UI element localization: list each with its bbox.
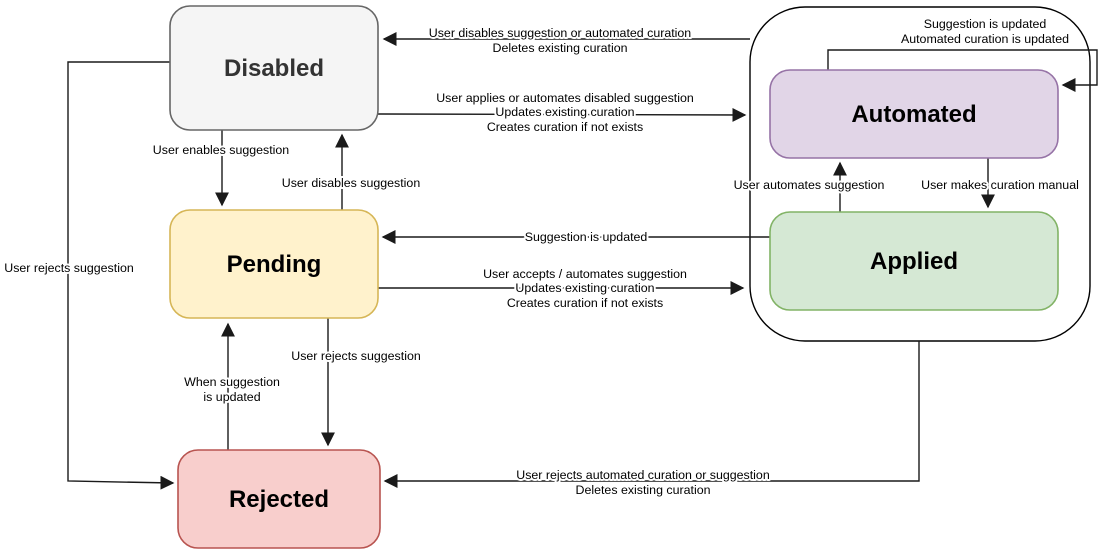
edge-automated-to-applied: User makes curation manual <box>919 158 1081 209</box>
edge-line <box>827 49 1098 92</box>
state-node-pending: Pending <box>169 209 379 319</box>
edge-pending-to-disabled: User disables suggestion <box>280 133 422 210</box>
edge-label-line: Updates existing curation <box>515 281 654 295</box>
edge-label-line: Updates existing curation <box>495 105 634 119</box>
edge-label-line: User disables suggestion or automated cu… <box>429 26 692 40</box>
edge-label-line: User enables suggestion <box>153 143 289 157</box>
edge-disabled-to-group: User applies or automates disabled sugge… <box>377 89 747 136</box>
state-box-pending <box>169 209 379 319</box>
edge-label-line: Automated curation is updated <box>901 32 1069 46</box>
edge-group-to-rejected: User rejects automated curation or sugge… <box>383 341 920 499</box>
state-box-automated <box>769 69 1059 159</box>
edge-label-line: User rejects suggestion <box>291 349 421 363</box>
edge-label-line: User makes curation manual <box>921 178 1079 192</box>
state-box-disabled <box>169 5 379 131</box>
state-label-rejected: Rejected <box>229 486 329 513</box>
state-label-disabled: Disabled <box>224 55 324 82</box>
edge-label-line: is updated <box>203 390 260 404</box>
edge-applied-to-automated: User automates suggestion <box>732 161 887 212</box>
edge-rejected-to-pending: When suggestion is updated <box>182 322 282 450</box>
state-node-rejected: Rejected <box>177 449 381 549</box>
edge-disabled-to-rejected: User rejects suggestion <box>2 61 175 490</box>
edge-automated-self-loop: Suggestion is updated Automated curation… <box>827 15 1098 92</box>
edge-label-line: Deletes existing curation <box>493 41 628 55</box>
state-node-applied: Applied <box>769 211 1059 311</box>
edge-label-line: Creates curation if not exists <box>487 120 643 134</box>
edge-label-line: User applies or automates disabled sugge… <box>436 91 694 105</box>
edge-applied-to-pending: Suggestion is updated <box>381 228 770 246</box>
edge-label-line: Suggestion is updated <box>525 230 648 244</box>
edge-line <box>67 61 175 490</box>
state-label-applied: Applied <box>870 248 958 275</box>
state-box-applied <box>769 211 1059 311</box>
edge-disabled-to-pending: User enables suggestion <box>151 130 291 207</box>
edge-label-line: When suggestion <box>184 375 280 389</box>
edge-label-line: User rejects automated curation or sugge… <box>516 468 770 482</box>
state-label-automated: Automated <box>851 101 976 128</box>
edge-pending-to-rejected: User rejects suggestion <box>289 318 423 447</box>
edge-label-line: User accepts / automates suggestion <box>483 267 687 281</box>
edge-label-line: Suggestion is updated <box>924 17 1047 31</box>
state-box-rejected <box>177 449 381 549</box>
edge-label-line: Creates curation if not exists <box>507 296 663 310</box>
state-node-automated: Automated <box>769 69 1059 159</box>
edge-pending-to-group: User accepts / automates suggestion Upda… <box>378 265 745 312</box>
state-label-pending: Pending <box>227 251 322 278</box>
state-node-disabled: Disabled <box>169 5 379 131</box>
edge-label-line: User automates suggestion <box>734 178 885 192</box>
edge-line <box>383 341 920 488</box>
curation-group-container <box>749 6 1091 342</box>
edge-group-to-disabled: User disables suggestion or automated cu… <box>382 24 750 57</box>
edge-label-line: Deletes existing curation <box>576 483 711 497</box>
edge-label-line: User disables suggestion <box>282 176 421 190</box>
edge-label-line: User rejects suggestion <box>4 261 134 275</box>
edge-line <box>377 107 747 122</box>
